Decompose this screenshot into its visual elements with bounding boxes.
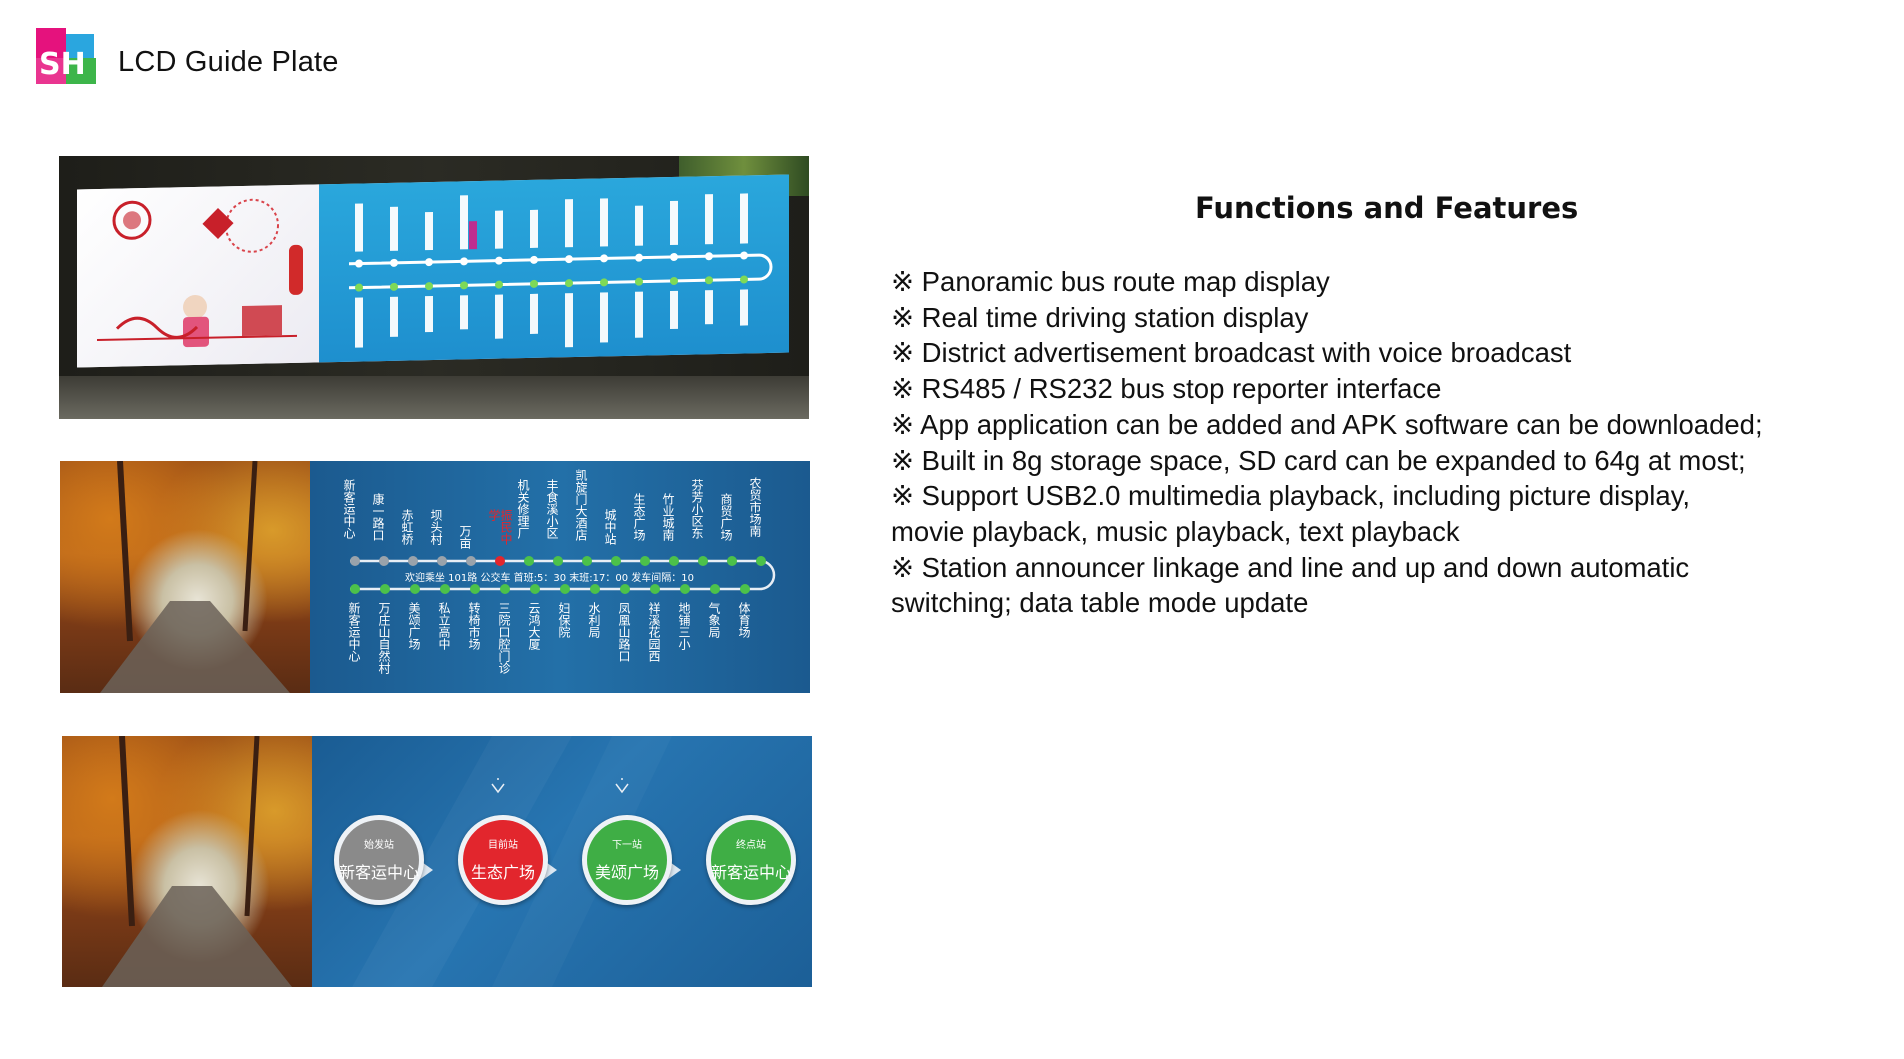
station-label: 振民中学	[487, 509, 513, 545]
feature-item: ※ Built in 8g storage space, SD card can…	[891, 444, 1746, 476]
station-label: 转椅市场	[467, 602, 481, 650]
station-label: 水利局	[587, 602, 601, 638]
station-label: 地铺三小	[677, 602, 691, 650]
stop-tag: 始发站	[364, 840, 394, 851]
station-label: 祥溪花园西	[647, 602, 661, 662]
station-label: 城中站	[603, 509, 617, 545]
route-map-screen: 欢迎乘坐 101路 公交车 首班:5：30 末班:17：00 发车间隔：10 新…	[60, 461, 810, 693]
top-stations: 新客运中心 康一路口 赤虹桥 坝头村 万亩 振民中学 机关修理厂 丰食溪小区 凯…	[342, 469, 810, 554]
stop-tag: 下一站	[612, 840, 642, 851]
stop-tag: 目前站	[488, 840, 518, 851]
stop-current: 目前站 生态广场	[458, 815, 548, 905]
station-label: 私立高中	[437, 602, 451, 650]
stop-name: 生态广场	[470, 863, 535, 882]
stop-name: 美颂广场	[594, 863, 659, 882]
stop-name: 新客运中心	[339, 863, 420, 882]
stop-terminal: 终点站 新客运中心	[706, 815, 796, 905]
station-label: 新客运中心	[347, 602, 361, 662]
brand-logo: SH	[36, 28, 98, 86]
station-label: 新客运中心	[342, 479, 356, 539]
station-label: 凯旋门大酒店	[574, 469, 588, 541]
station-label: 妇保院	[557, 602, 571, 638]
station-label: 康一路口	[371, 493, 385, 541]
feature-item: ※ Panoramic bus route map display	[891, 266, 1330, 297]
page-title: LCD Guide Plate	[118, 46, 339, 78]
feature-item: ※ Support USB2.0 multimedia playback, in…	[891, 480, 1691, 547]
features-list: ※ Panoramic bus route map display ※ Real…	[891, 264, 1891, 621]
station-label: 赤虹桥	[400, 509, 414, 545]
station-label: 云鸿大厦	[527, 602, 541, 650]
station-label: 体育场	[737, 602, 751, 638]
route-info-line: 欢迎乘坐 101路 公交车 首班:5：30 末班:17：00 发车间隔：10	[405, 573, 694, 584]
stop-next: 下一站 美颂广场	[582, 815, 672, 905]
feature-item: ※ Real time driving station display	[891, 301, 1309, 333]
station-label: 坝头村	[429, 509, 443, 545]
feature-item: ※ RS485 / RS232 bus stop reporter interf…	[891, 373, 1442, 405]
station-label: 农贸市场南	[748, 477, 762, 537]
feature-item: ※ App application can be added and APK s…	[891, 408, 1763, 440]
stop-tag: 终点站	[736, 840, 766, 851]
feature-item: ※ Station announcer linkage and line and…	[891, 551, 1690, 619]
bottom-stations: 新客运中心 万庄山自然村 美颂广场 私立高中 转椅市场 三院口腔门诊 云鸿大厦 …	[347, 602, 810, 692]
station-label: 生态广场	[632, 493, 646, 541]
station-label: 气象局	[707, 602, 721, 638]
logo-text: SH	[39, 47, 86, 82]
station-label: 三院口腔门诊	[497, 602, 511, 674]
feature-item: ※ District advertisement broadcast with …	[891, 337, 1572, 369]
station-label: 商贸广场	[719, 493, 733, 541]
features-title: Functions and Features	[1195, 191, 1579, 225]
station-label: 丰食溪小区	[545, 479, 559, 539]
stop-origin: 始发站 新客运中心	[334, 815, 424, 905]
station-label: 竹业城南	[661, 493, 675, 541]
stop-progress-screen: 始发站 新客运中心 目前站 生态广场 下一站 美颂广场 终点站 新客运中心	[62, 736, 812, 987]
lcd-photo-route-map	[59, 156, 809, 419]
stop-name: 新客运中心	[711, 863, 792, 882]
station-label: 万庄山自然村	[377, 602, 391, 674]
station-label: 凤凰山路口	[617, 602, 631, 662]
station-label: 美颂广场	[407, 602, 421, 650]
station-label: 机关修理厂	[516, 479, 530, 539]
station-label: 万亩	[458, 525, 472, 549]
station-label: 芬芳小区东	[690, 479, 704, 539]
